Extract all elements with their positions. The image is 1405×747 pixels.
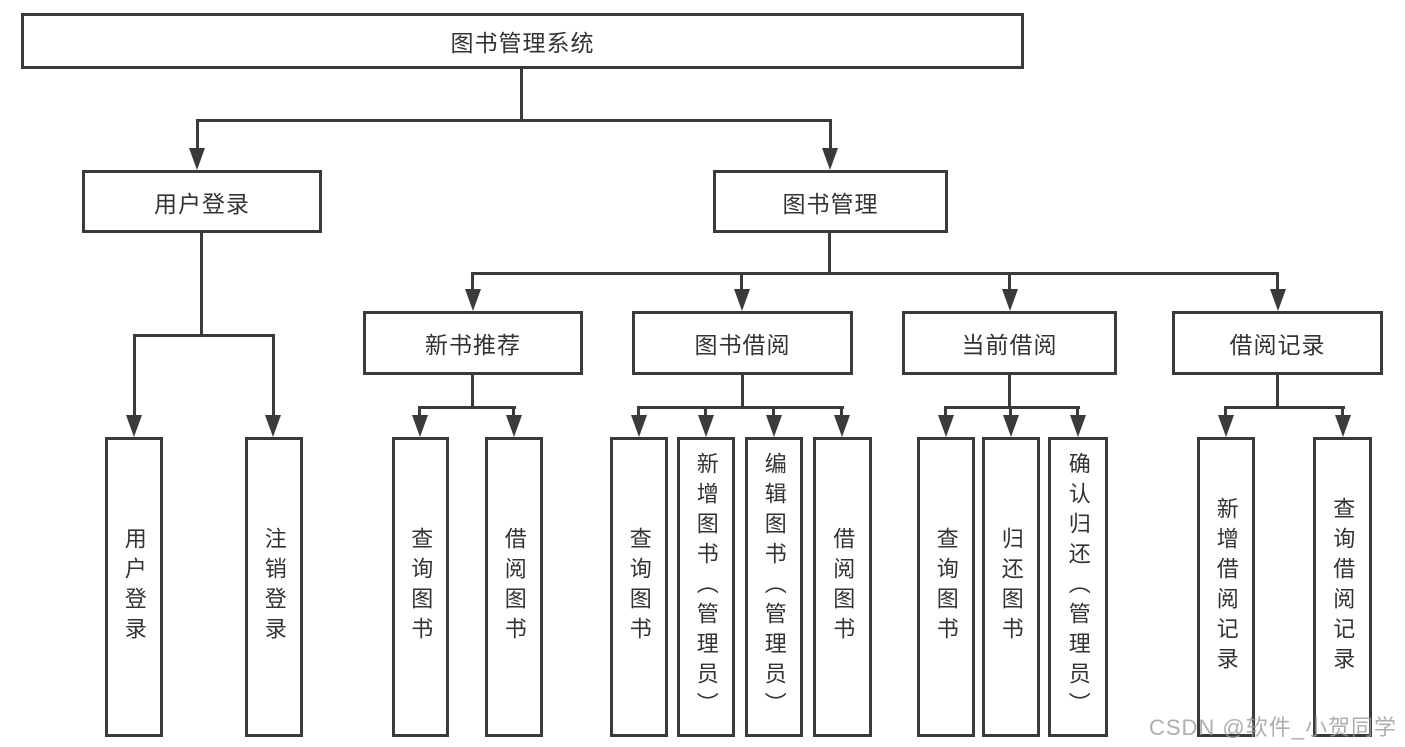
node-book-borrowing-label: 图书借阅 <box>694 332 791 358</box>
connector-bookmgmt-drop-3 <box>1008 272 1011 294</box>
connector-root-bar <box>196 119 832 122</box>
leaf-nbr-borrow-books: 借阅图书 <box>485 437 543 737</box>
node-user-login: 用户登录 <box>82 170 322 233</box>
leaf-cb-return-books: 归还图书 <box>982 437 1040 737</box>
connector-bb-drop-2 <box>704 406 707 418</box>
leaf-br-query-record-label: 查询借阅记录 <box>1330 497 1356 677</box>
arrowhead-down-icon <box>698 415 714 437</box>
connector-bb-drop-4 <box>840 406 843 418</box>
connector-userlogin-stem <box>200 233 203 336</box>
node-borrowing-records-label: 借阅记录 <box>1229 332 1326 358</box>
node-current-borrowing: 当前借阅 <box>902 311 1117 375</box>
arrowhead-down-icon <box>1002 289 1018 311</box>
leaf-bb-add-books-admin: 新增图书（管理员） <box>677 437 735 737</box>
arrowhead-down-icon <box>1003 415 1019 437</box>
connector-root-stem <box>520 69 523 121</box>
arrowhead-down-icon <box>1070 415 1086 437</box>
leaf-bb-add-books-admin-label: 新增图书（管理员） <box>693 452 719 722</box>
arrowhead-down-icon <box>465 289 481 311</box>
leaf-cb-query-books: 查询图书 <box>917 437 975 737</box>
connector-cb-bar <box>944 406 1080 409</box>
connector-bb-drop-1 <box>637 406 640 418</box>
connector-br-bar <box>1224 406 1345 409</box>
node-library-system: 图书管理系统 <box>21 13 1024 69</box>
node-book-borrowing: 图书借阅 <box>632 311 853 375</box>
connector-nbr-drop-2 <box>512 406 515 418</box>
leaf-logout: 注销登录 <box>245 437 303 737</box>
leaf-logout-label: 注销登录 <box>261 527 287 647</box>
arrowhead-down-icon <box>412 415 428 437</box>
node-current-borrowing-label: 当前借阅 <box>961 332 1058 358</box>
connector-bookmgmt-bar <box>471 272 1279 275</box>
leaf-bb-query-books: 查询图书 <box>610 437 668 737</box>
arrowhead-down-icon <box>189 148 205 170</box>
connector-bookmgmt-drop-1 <box>471 272 474 294</box>
leaf-user-login: 用户登录 <box>105 437 163 737</box>
arrowhead-down-icon <box>631 415 647 437</box>
leaf-nbr-query-books-label: 查询图书 <box>408 527 434 647</box>
connector-nbr-drop-1 <box>418 406 421 418</box>
leaf-bb-edit-books-admin-label: 编辑图书（管理员） <box>761 452 787 722</box>
connector-userlogin-drop-2 <box>272 334 275 418</box>
connector-root-drop-left <box>196 119 199 152</box>
connector-cb-drop-3 <box>1076 406 1079 418</box>
arrowhead-down-icon <box>1335 415 1351 437</box>
node-new-book-recommendation-label: 新书推荐 <box>425 332 521 358</box>
leaf-nbr-borrow-books-label: 借阅图书 <box>501 527 527 647</box>
arrowhead-down-icon <box>938 415 954 437</box>
leaf-nbr-query-books: 查询图书 <box>392 437 449 737</box>
connector-nbr-stem <box>471 375 474 409</box>
connector-bb-bar <box>637 406 844 409</box>
connector-userlogin-bar <box>133 334 275 337</box>
connector-root-drop-right <box>829 119 832 152</box>
connector-userlogin-drop-1 <box>133 334 136 418</box>
arrowhead-down-icon <box>822 148 838 170</box>
leaf-cb-return-books-label: 归还图书 <box>998 527 1024 647</box>
leaf-cb-query-books-label: 查询图书 <box>933 527 959 647</box>
leaf-br-add-record: 新增借阅记录 <box>1197 437 1255 737</box>
leaf-bb-query-books-label: 查询图书 <box>626 527 652 647</box>
connector-cb-drop-1 <box>944 406 947 418</box>
node-book-management-label: 图书管理 <box>782 190 879 217</box>
connector-bookmgmt-stem <box>828 233 831 275</box>
connector-bookmgmt-drop-2 <box>740 272 743 294</box>
leaf-cb-confirm-return-admin: 确认归还（管理员） <box>1048 437 1108 737</box>
arrowhead-down-icon <box>506 415 522 437</box>
node-library-system-label: 图书管理系统 <box>450 30 595 56</box>
connector-cb-drop-2 <box>1009 406 1012 418</box>
connector-bb-stem <box>741 375 744 409</box>
arrowhead-down-icon <box>834 415 850 437</box>
connector-cb-stem <box>1008 375 1011 409</box>
leaf-user-login-label: 用户登录 <box>121 527 147 647</box>
node-borrowing-records: 借阅记录 <box>1172 311 1383 375</box>
csdn-watermark: CSDN @软件_小贺同学 <box>1148 715 1397 740</box>
connector-br-drop-1 <box>1224 406 1227 418</box>
node-book-management: 图书管理 <box>713 170 948 233</box>
connector-bookmgmt-drop-4 <box>1276 272 1279 294</box>
node-user-login-label: 用户登录 <box>154 190 250 217</box>
connector-nbr-bar <box>418 406 516 409</box>
connector-br-stem <box>1276 375 1279 409</box>
connector-br-drop-2 <box>1341 406 1344 418</box>
leaf-br-add-record-label: 新增借阅记录 <box>1213 497 1239 677</box>
leaf-br-query-record: 查询借阅记录 <box>1313 437 1372 737</box>
leaf-bb-borrow-books: 借阅图书 <box>813 437 872 737</box>
node-new-book-recommendation: 新书推荐 <box>363 311 583 375</box>
arrowhead-down-icon <box>1270 289 1286 311</box>
leaf-bb-borrow-books-label: 借阅图书 <box>830 527 856 647</box>
arrowhead-down-icon <box>734 289 750 311</box>
connector-bb-drop-3 <box>772 406 775 418</box>
arrowhead-down-icon <box>265 415 281 437</box>
arrowhead-down-icon <box>1218 415 1234 437</box>
arrowhead-down-icon <box>766 415 782 437</box>
arrowhead-down-icon <box>126 415 142 437</box>
leaf-bb-edit-books-admin: 编辑图书（管理员） <box>745 437 803 737</box>
leaf-cb-confirm-return-admin-label: 确认归还（管理员） <box>1065 452 1091 722</box>
